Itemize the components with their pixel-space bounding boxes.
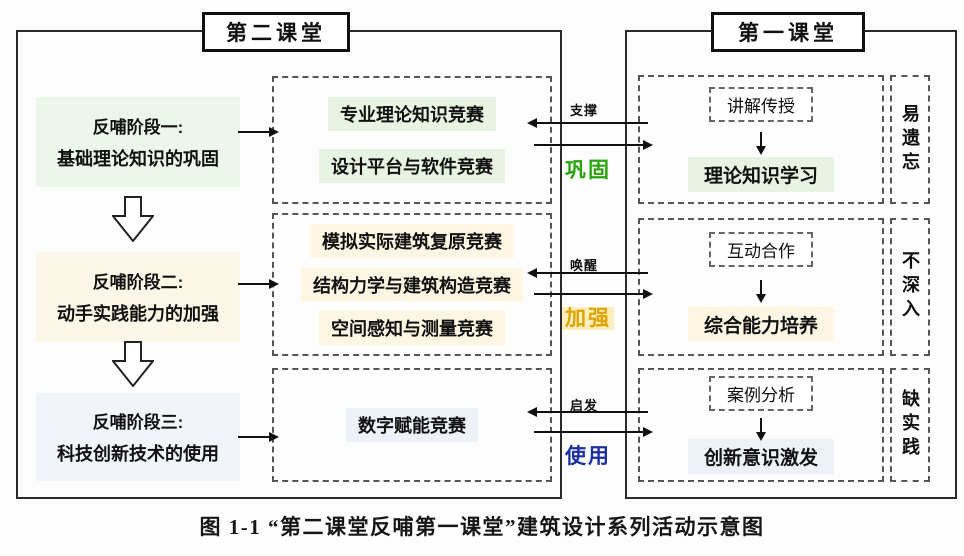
use-label: 使用 xyxy=(565,445,611,468)
competition-item: 专业理论知识竞赛 xyxy=(328,96,496,131)
weakness-box-3: 缺实践 xyxy=(890,368,930,482)
weakness-label: 缺实践 xyxy=(900,389,920,461)
stage-2-heading: 反哺阶段二: xyxy=(92,273,184,292)
teaching-method-box: 讲解传授 xyxy=(709,87,813,122)
connector-3-feedback-label: 使用 xyxy=(556,440,620,470)
competition-item: 模拟实际建筑复原竞赛 xyxy=(310,224,514,259)
weakness-label: 易遗忘 xyxy=(900,103,920,176)
second-classroom-title: 第二课堂 xyxy=(202,12,350,52)
teaching-method-box: 案例分析 xyxy=(709,376,813,412)
competition-group-2: 模拟实际建筑复原竞赛 结构力学与建筑构造竞赛 空间感知与测量竞赛 xyxy=(272,213,552,356)
right-arrow-icon xyxy=(534,140,653,150)
right-arrow-icon xyxy=(238,279,279,289)
strengthen-label: 加强 xyxy=(562,307,614,330)
right-arrow-icon xyxy=(534,289,653,299)
down-block-arrow-icon xyxy=(112,341,154,387)
stage-1-heading: 反哺阶段一: xyxy=(92,118,184,137)
left-arrow-icon xyxy=(527,118,648,128)
classroom-group-3: 案例分析 创新意识激发 xyxy=(638,368,884,482)
competition-group-3: 数字赋能竞赛 xyxy=(272,368,552,482)
competition-item: 数字赋能竞赛 xyxy=(346,408,478,442)
weakness-box-1: 易遗忘 xyxy=(890,75,930,204)
feedback-stage-2: 反哺阶段二: 动手实践能力的加强 xyxy=(36,252,240,342)
left-arrow-icon xyxy=(527,268,648,278)
learning-outcome: 理论知识学习 xyxy=(687,157,834,192)
learning-outcome: 创新意识激发 xyxy=(687,438,834,474)
second-classroom-title-label: 第二课堂 xyxy=(226,22,326,45)
competition-item: 空间感知与测量竞赛 xyxy=(319,310,505,345)
stage-3-heading: 反哺阶段三: xyxy=(92,413,184,432)
weakness-box-2: 不深入 xyxy=(890,218,930,356)
first-classroom-title: 第一课堂 xyxy=(711,12,865,52)
connector-3-inspire-label: 启发 xyxy=(569,398,598,413)
teaching-method-box: 互动合作 xyxy=(709,232,813,268)
connector-1-feedback-label: 巩固 xyxy=(556,154,620,184)
down-block-arrow-icon xyxy=(112,196,154,242)
competition-item: 设计平台与软件竞赛 xyxy=(319,149,505,184)
left-arrow-icon xyxy=(527,407,648,417)
figure-caption: 图 1-1 “第二课堂反哺第一课堂”建筑设计系列活动示意图 xyxy=(199,515,765,539)
first-classroom-title-label: 第一课堂 xyxy=(738,22,838,45)
competition-group-1: 专业理论知识竞赛 设计平台与软件竞赛 xyxy=(272,76,552,204)
connector-1-support-label: 支撑 xyxy=(569,103,598,118)
down-arrow-icon xyxy=(756,279,766,303)
right-arrow-icon xyxy=(534,427,653,437)
down-arrow-icon xyxy=(756,417,766,441)
connector-2-feedback-label: 加强 xyxy=(556,302,620,332)
right-arrow-icon xyxy=(238,432,279,442)
classroom-group-2: 互动合作 综合能力培养 xyxy=(638,218,884,356)
right-arrow-icon xyxy=(238,127,279,137)
stage-2-description: 动手实践能力的加强 xyxy=(57,304,219,324)
competition-item: 结构力学与建筑构造竞赛 xyxy=(301,267,523,302)
connector-2-awaken-label: 唤醒 xyxy=(569,258,598,273)
learning-outcome: 综合能力培养 xyxy=(687,306,834,342)
stage-1-description: 基础理论知识的巩固 xyxy=(57,149,219,169)
classroom-group-1: 讲解传授 理论知识学习 xyxy=(638,75,884,204)
feedback-stage-3: 反哺阶段三: 科技创新技术的使用 xyxy=(36,393,240,481)
feedback-stage-1: 反哺阶段一: 基础理论知识的巩固 xyxy=(36,97,240,187)
stage-3-description: 科技创新技术的使用 xyxy=(57,444,219,464)
consolidate-label: 巩固 xyxy=(565,159,611,182)
down-arrow-icon xyxy=(756,132,766,155)
weakness-label: 不深入 xyxy=(900,251,920,323)
